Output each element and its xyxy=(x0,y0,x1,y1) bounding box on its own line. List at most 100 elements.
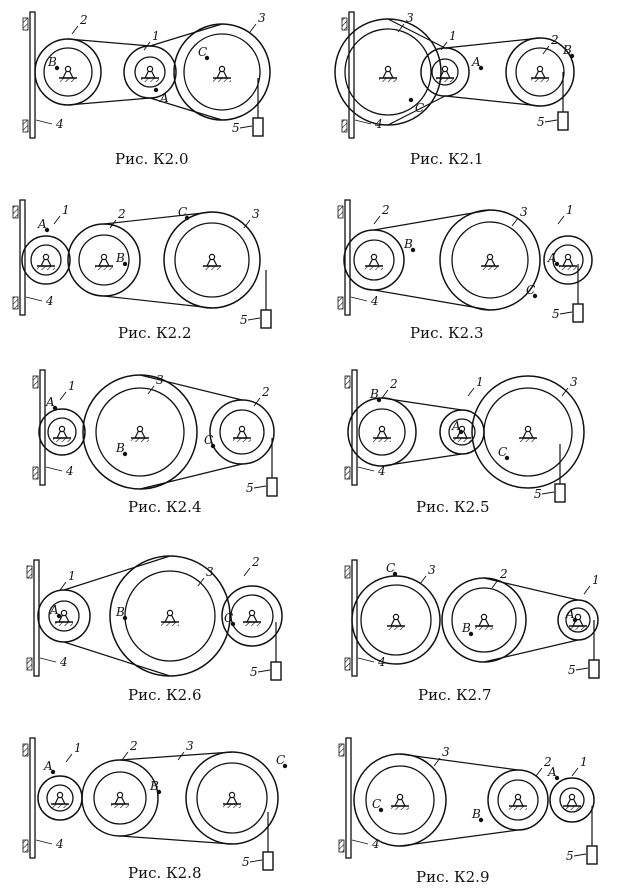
axle-pin xyxy=(486,253,494,261)
point-label: A xyxy=(49,603,59,617)
rack-bar xyxy=(348,11,355,139)
rack-number-label: 4 xyxy=(377,655,386,669)
point-dot xyxy=(282,763,288,769)
point-dot xyxy=(410,247,416,253)
wheel-number-label: 1 xyxy=(449,29,457,43)
belt-lower xyxy=(483,639,579,663)
leader-line xyxy=(491,579,499,589)
wheel-number-label: 3 xyxy=(186,739,194,753)
rack-bar xyxy=(29,11,36,139)
weight-block xyxy=(557,111,569,131)
wheel-number-label: 2 xyxy=(129,739,138,753)
wheel-outer-rim xyxy=(185,751,279,845)
leader-line xyxy=(109,219,117,229)
wheel-inner-rim xyxy=(353,239,395,281)
rack-number-label: 4 xyxy=(45,294,54,308)
wheel-inner-rim xyxy=(451,221,529,299)
ground-hatch xyxy=(387,626,405,630)
wheel-number-label: 1 xyxy=(74,741,82,755)
leader-line xyxy=(559,311,573,315)
wheel-inner-rim xyxy=(183,33,261,111)
wheel-outer-rim xyxy=(471,375,585,489)
wheel-outer-rim xyxy=(334,18,442,126)
point-dot xyxy=(44,227,50,233)
wheel-inner-rim xyxy=(219,409,265,455)
leader-line xyxy=(419,575,427,585)
wheel-outer-rim xyxy=(37,589,91,643)
leader-line xyxy=(571,767,579,777)
weight-block xyxy=(554,483,566,503)
point-dot xyxy=(554,261,560,267)
rack-number-label: 4 xyxy=(59,655,68,669)
belt-lower xyxy=(444,95,541,107)
axle-pin xyxy=(370,253,378,261)
point-dot xyxy=(468,631,474,637)
wheel-number-label: 1 xyxy=(476,375,484,389)
point-dot xyxy=(50,769,56,775)
point-label: C xyxy=(526,283,535,297)
axle-pin xyxy=(384,65,392,73)
wheel-outer-rim xyxy=(420,47,470,97)
wheel-number-label: 1 xyxy=(152,29,160,43)
wheel-inner-rim xyxy=(95,387,185,477)
point-label: C xyxy=(198,45,207,59)
point-label: C xyxy=(386,561,395,575)
axle-pin xyxy=(56,791,64,799)
point-label: B xyxy=(403,237,413,251)
ground-hatch xyxy=(436,78,454,82)
ground-hatch xyxy=(203,266,221,270)
point-dot xyxy=(54,65,60,71)
leader-line xyxy=(583,585,591,595)
axle-pin xyxy=(42,253,50,261)
leader-line xyxy=(143,41,151,51)
leader-line xyxy=(433,757,441,767)
point-label: B xyxy=(115,441,125,455)
point-label: A xyxy=(43,759,53,773)
point-label: A xyxy=(45,395,55,409)
weight-number-label: 5 xyxy=(232,121,240,135)
rack-guide-hatch xyxy=(344,565,351,579)
wheel-outer-rim xyxy=(67,223,141,297)
weight-block xyxy=(262,851,274,871)
wheel-outer-rim xyxy=(163,211,261,309)
axle-pin xyxy=(228,791,236,799)
point-dot xyxy=(378,807,384,813)
rack-guide-hatch xyxy=(341,17,348,31)
leader-line xyxy=(354,119,372,125)
wheel-inner-rim xyxy=(451,587,517,653)
rack-number-label: 4 xyxy=(55,117,64,131)
point-label: A xyxy=(565,607,575,621)
leader-line xyxy=(249,23,257,33)
point-dot xyxy=(532,293,538,299)
wheel-inner-rim xyxy=(497,779,539,821)
belt-lower xyxy=(63,641,171,677)
ground-hatch xyxy=(213,78,231,82)
leader-line xyxy=(440,41,448,51)
rack-guide-hatch xyxy=(22,743,29,757)
rack-number-label: 4 xyxy=(370,294,379,308)
leader-line xyxy=(381,389,389,399)
leader-line xyxy=(467,387,475,397)
figure-caption: Рис. К2.3 xyxy=(410,324,484,342)
rack-guide-hatch xyxy=(344,375,351,389)
leader-line xyxy=(573,853,587,857)
point-dot xyxy=(478,65,484,71)
rack-number-label: 4 xyxy=(65,464,74,478)
point-label: B xyxy=(115,251,125,265)
weight-number-label: 5 xyxy=(568,663,576,677)
weight-block xyxy=(586,845,598,865)
point-label: B xyxy=(115,605,125,619)
wheel-outer-rim xyxy=(343,229,405,291)
wheel-number-label: 2 xyxy=(499,567,508,581)
wheel-inner-rim xyxy=(134,56,166,88)
leader-line xyxy=(35,839,53,845)
ground-hatch xyxy=(531,78,549,82)
point-dot xyxy=(204,55,210,61)
belt-upper xyxy=(483,577,579,601)
point-dot xyxy=(210,443,216,449)
ground-hatch xyxy=(161,622,179,626)
wheel-number-label: 3 xyxy=(406,11,414,25)
wheel-number-label: 2 xyxy=(381,203,390,217)
